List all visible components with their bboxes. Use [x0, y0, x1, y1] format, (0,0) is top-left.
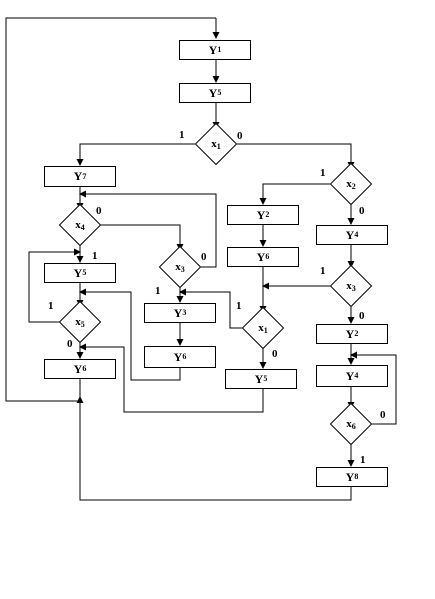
condition-x1-top-symbol: x — [211, 138, 217, 150]
line-x5-loop — [28, 248, 81, 323]
condition-x1-right: x1 — [243, 320, 283, 336]
block-y1-symbol: Y — [208, 42, 218, 57]
branch-x1-right-false: 0 — [272, 348, 278, 360]
condition-x4-index: 4 — [80, 223, 85, 232]
branch-x3-right-false: 0 — [359, 310, 365, 322]
condition-x4: x4 — [60, 217, 100, 233]
branch-x2-true: 1 — [320, 167, 326, 179]
condition-x2: x2 — [331, 176, 371, 192]
condition-x6-symbol: x — [346, 418, 352, 430]
line-y6-loop-top — [5, 17, 216, 402]
block-y5-left-symbol: Y — [73, 265, 83, 280]
condition-x4-symbol: x — [75, 219, 81, 231]
block-y5-right-symbol: Y — [254, 371, 264, 386]
branch-x2-false: 0 — [359, 205, 365, 217]
block-y5-top-symbol: Y — [208, 85, 218, 100]
branch-x6-false: 0 — [380, 409, 386, 421]
block-y8-symbol: Y — [345, 469, 355, 484]
condition-x5-index: 5 — [80, 320, 85, 329]
line-y5-back — [79, 343, 264, 413]
block-y7-symbol: Y — [73, 169, 83, 183]
condition-x1-right-index: 1 — [263, 326, 268, 335]
line-x1-false — [233, 143, 355, 169]
line-x3-false — [79, 190, 217, 268]
line-x1b-true — [179, 288, 246, 329]
branch-x3-mid-false: 0 — [201, 251, 207, 263]
condition-x2-symbol: x — [346, 178, 352, 190]
condition-x1-top-index: 1 — [216, 142, 221, 151]
line-y8-exit — [76, 396, 352, 501]
line-y6-back — [79, 288, 181, 381]
condition-x3-right: x3 — [331, 278, 371, 294]
branch-x3-mid-true: 1 — [155, 285, 161, 297]
condition-x6-index: 6 — [351, 422, 356, 431]
condition-x5-symbol: x — [75, 316, 81, 328]
condition-x5: x5 — [60, 314, 100, 330]
line-x1-true — [76, 143, 199, 166]
branch-x3-right-true: 1 — [320, 265, 326, 277]
line-x6-loop — [350, 351, 397, 425]
branch-x1-top-false: 0 — [237, 130, 243, 142]
condition-x3-mid-symbol: x — [175, 261, 181, 273]
branch-x1-top-true: 1 — [179, 129, 185, 141]
branch-x6-true: 1 — [360, 454, 366, 466]
block-y2-mid-symbol: Y — [256, 207, 266, 222]
line-x4-false — [96, 224, 184, 251]
condition-x1-top: x1 — [196, 136, 236, 152]
branch-x4-false: 0 — [96, 205, 102, 217]
block-y6-right-symbol: Y — [256, 249, 266, 264]
branch-x5-false: 0 — [67, 338, 73, 350]
line-x2-true — [259, 183, 335, 205]
branch-x1-right-true: 1 — [236, 300, 242, 312]
condition-x3-mid-index: 3 — [180, 265, 185, 274]
block-y3-symbol: Y — [173, 305, 183, 320]
condition-x3-mid: x3 — [160, 259, 200, 275]
block-y2-right-symbol: Y — [345, 326, 355, 341]
branch-x4-true: 1 — [92, 250, 98, 262]
block-y6-mid-symbol: Y — [173, 349, 183, 364]
condition-x2-index: 2 — [351, 182, 356, 191]
block-y4-upper-symbol: Y — [345, 227, 355, 242]
condition-x1-right-symbol: x — [258, 322, 264, 334]
condition-x3-right-symbol: x — [346, 280, 352, 292]
condition-x6: x6 — [331, 416, 371, 432]
block-y6-left-symbol: Y — [73, 361, 83, 376]
branch-x5-true: 1 — [48, 300, 54, 312]
block-y4-lower-symbol: Y — [345, 368, 355, 383]
condition-x3-right-index: 3 — [351, 284, 356, 293]
